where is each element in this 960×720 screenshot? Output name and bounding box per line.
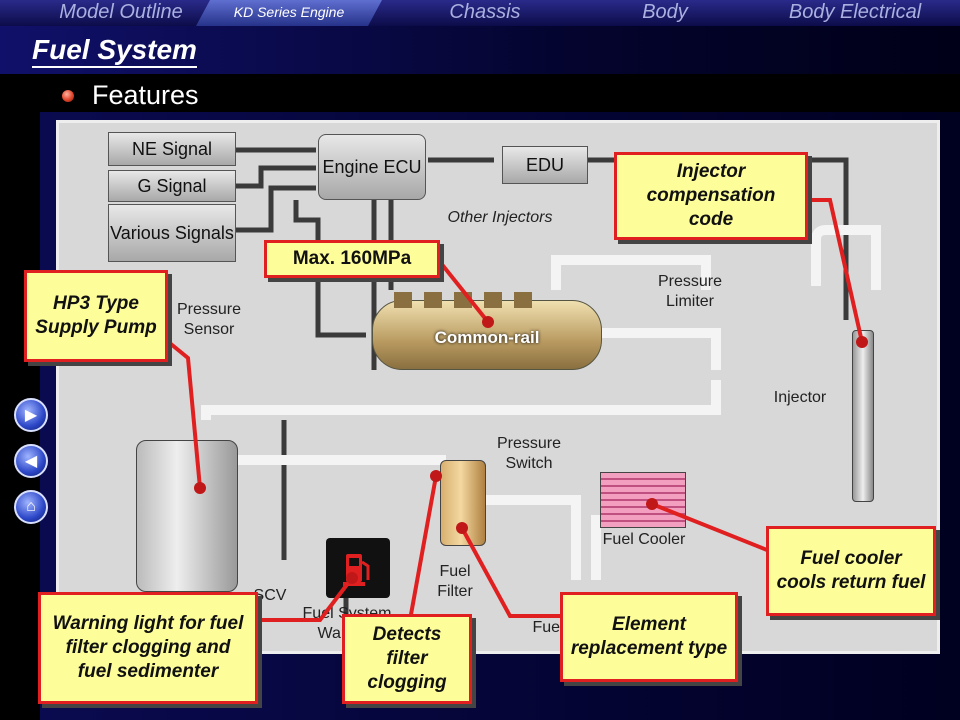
leader-injector-code (806, 198, 864, 343)
leader-supply-pump (164, 338, 202, 489)
common-rail (372, 300, 602, 370)
tab-body-electrical[interactable]: Body Electrical (788, 1, 922, 23)
ecu-pressure-sensor-wire (293, 200, 366, 338)
g-signal-wire (236, 165, 316, 189)
edu-box: EDU (502, 146, 588, 184)
fuel-warning-light (326, 538, 390, 598)
top-nav-bar (0, 0, 960, 26)
various-signals-box: Various Signals (108, 204, 236, 262)
leader-element-replacement (460, 527, 560, 618)
fuel-filter-label: Fuel Filter (437, 563, 473, 600)
pressure-sensor-label: Pressure Sensor (176, 301, 242, 338)
rail-top-line (551, 255, 711, 290)
home-icon[interactable]: ⌂ (14, 490, 48, 524)
fuel-cooler (600, 472, 686, 528)
callout-fuel-cooler: Fuel cooler cools return fuel (766, 526, 936, 616)
next-arrow-icon[interactable]: ▶ (14, 398, 48, 432)
callout-injector-code: Injector compensation code (614, 152, 808, 240)
other-injectors-label: Other Injectors (447, 209, 553, 226)
diagram-lines (201, 147, 881, 654)
page-title: Fuel System (32, 34, 197, 68)
main-return-line (201, 380, 721, 420)
callout-warning-light: Warning light for fuel filter clogging a… (38, 592, 258, 704)
leader-fuel-cooler (651, 502, 773, 554)
leader-detects-clogging (408, 475, 438, 621)
pressure-limiter-label: Pressure Limiter (657, 273, 723, 310)
tab-chassis[interactable]: Chassis (449, 1, 521, 23)
callout-element-replacement: Element replacement type (560, 592, 738, 682)
pressure-switch-label: Pressure Switch (496, 435, 562, 472)
rail-return-line (596, 328, 721, 370)
injector-label: Injector (773, 389, 827, 406)
fuel-cooler-label: Fuel Cooler (602, 531, 686, 548)
injector (852, 330, 874, 502)
scv-label: SCV (253, 587, 287, 604)
common-rail-label: Common-rail (434, 328, 540, 347)
supply-pump (136, 440, 238, 592)
ne-signal-box: NE Signal (108, 132, 236, 166)
bullet-icon (62, 90, 74, 102)
leader-warning-light (256, 576, 354, 622)
engine-ecu-box: Engine ECU (318, 134, 426, 200)
callout-supply-pump: HP3 Type Supply Pump (24, 270, 168, 362)
various-signals-wire (236, 185, 316, 233)
injector-return-line (811, 225, 881, 290)
g-signal-box: G Signal (108, 170, 236, 202)
back-arrow-icon[interactable]: ◀ (14, 444, 48, 478)
callout-detects-clogging: Detects filter clogging (342, 614, 472, 704)
section-heading: Features (92, 80, 199, 110)
fuel-tank-label: Fuel (532, 619, 564, 636)
tab-model-outline[interactable]: Model Outline (59, 1, 183, 23)
tab-kd-series-engine[interactable]: KD Series Engine (196, 0, 382, 26)
tab-body[interactable]: Body (642, 1, 688, 23)
filter-return-line (486, 495, 581, 580)
callout-max-pressure: Max. 160MPa (264, 240, 440, 278)
leader-max-pressure (438, 260, 490, 324)
